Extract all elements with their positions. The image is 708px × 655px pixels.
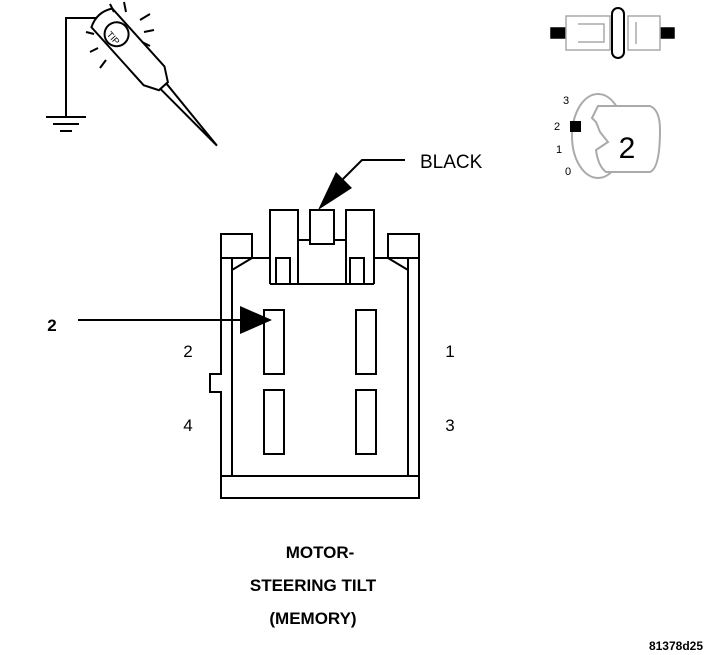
connector-latch-left (578, 23, 605, 43)
connector-half-right (627, 15, 661, 51)
connector-post-left (275, 257, 291, 285)
ignition-position-0: 0 (565, 166, 571, 178)
connector-chamfer-right (387, 257, 409, 271)
pin-number-3: 3 (445, 416, 454, 435)
pin-number-2: 2 (183, 342, 192, 361)
probe-handle (90, 7, 169, 92)
pin-number-1: 1 (445, 342, 454, 361)
wire-end-right (659, 27, 675, 39)
connector-separator (611, 7, 625, 59)
key-head (590, 105, 662, 173)
glow-ray (99, 59, 107, 69)
ignition-position-2: 2 (554, 121, 560, 133)
terminal-cavity-4 (263, 389, 285, 455)
color-leader-line (341, 159, 405, 181)
pin-pointer-label: 2 (47, 316, 56, 335)
ignition-key-icon: 2 3 2 1 0 (554, 93, 662, 179)
connector-ear-right (387, 233, 420, 259)
ground-wire (65, 17, 98, 117)
color-arrow-head (318, 172, 352, 210)
caption-line-1: MOTOR- (286, 543, 355, 562)
connector-ear-left (220, 233, 253, 259)
pin-pointer (78, 306, 272, 334)
terminal-cavity-2 (263, 309, 285, 375)
connector-disconnect-icon (550, 7, 675, 59)
terminal-cavity-3 (355, 389, 377, 455)
glow-ray (139, 13, 151, 21)
figure-id: 81378d25 (649, 639, 703, 653)
glow-ray (143, 29, 155, 33)
connector-face (209, 209, 420, 499)
probe-lamp (103, 21, 130, 48)
glow-ray (141, 41, 151, 47)
caption-line-3: (MEMORY) (269, 609, 356, 628)
glow-ray (123, 1, 127, 13)
ignition-selected-position: 2 (619, 132, 636, 165)
connector-chamfer-left (231, 257, 253, 271)
test-light-icon (46, 1, 218, 147)
ignition-position-1: 1 (556, 144, 562, 156)
connector-latch-tab (309, 209, 335, 245)
ignition-position-3: 3 (563, 95, 569, 107)
color-leader (318, 159, 405, 210)
connector-color-label: BLACK (420, 152, 483, 173)
wire-end-left (550, 27, 566, 39)
connector-latch (297, 239, 347, 285)
connector-post-right (349, 257, 365, 285)
terminal-cavity-1 (355, 309, 377, 375)
glow-ray (109, 3, 115, 13)
glow-ray (89, 47, 99, 53)
ignition-marker (570, 121, 581, 132)
glow-ray (85, 31, 95, 35)
caption-line-2: STEERING TILT (250, 576, 377, 595)
pin-number-4: 4 (183, 416, 192, 435)
pin-pointer-arrow (240, 306, 272, 334)
probe-needle (159, 82, 218, 147)
